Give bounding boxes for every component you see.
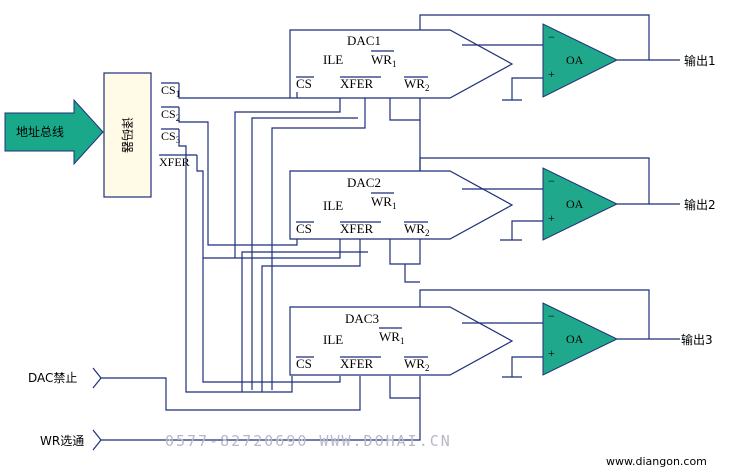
dac1-cs: CS: [296, 76, 312, 91]
output-3-label: 输出3: [681, 332, 713, 347]
dac1-ile: ILE: [323, 52, 343, 67]
address-bus-arrow: 地址总线: [4, 98, 104, 166]
opamp-3-label: OA: [566, 332, 584, 346]
opamp-3-minus: −: [548, 309, 555, 323]
dac-disable-input: DAC禁止: [28, 367, 102, 389]
dac3-xfer: XFER: [340, 356, 374, 371]
opamp-1-minus: −: [548, 30, 555, 44]
decoder-block: 译码器: [103, 72, 152, 198]
dac3-block: DAC3 ILE WR1 CS XFER WR2: [289, 306, 514, 376]
watermark-text: 0577-82720690 WWW.DOHAI.CN: [165, 432, 452, 450]
dac2-cs: CS: [296, 221, 312, 236]
wr-strobe-label: WR选通: [40, 434, 84, 448]
opamp-1-plus: +: [548, 67, 555, 81]
dac3-wr2: WR2: [404, 356, 429, 373]
dac2-wr1: WR1: [371, 194, 396, 211]
opamp-3-plus: +: [548, 346, 555, 360]
opamp-2-minus: −: [548, 174, 555, 188]
dac2-name: DAC2: [347, 175, 381, 190]
dac1-block: DAC1 ILE WR1 CS XFER WR2: [289, 29, 514, 99]
site-credit: www.diangon.com: [606, 455, 707, 468]
dac2-xfer: XFER: [340, 221, 374, 236]
opamp-3: OA − +: [542, 302, 619, 376]
opamp-2-plus: +: [548, 211, 555, 225]
dac-disable-label: DAC禁止: [28, 371, 77, 385]
decoder-outputs: CS1 CS2 CS3 XFER: [159, 82, 197, 169]
dac3-wr1: WR1: [379, 329, 404, 346]
opamp-1: OA − +: [542, 23, 619, 98]
opamp-2-label: OA: [566, 197, 584, 211]
wr-strobe-input: WR选通: [40, 429, 102, 451]
dac1-xfer: XFER: [340, 76, 374, 91]
output-2-label: 输出2: [684, 197, 716, 212]
dac3-ile: ILE: [323, 332, 343, 347]
dac2-wr2: WR2: [404, 221, 429, 238]
address-bus-label: 地址总线: [16, 125, 64, 139]
dac2-ile: ILE: [323, 198, 343, 213]
opamp-2: OA − +: [542, 167, 619, 241]
output-1-label: 输出1: [684, 53, 716, 68]
decoder-cs3-label: CS3: [161, 129, 181, 145]
decoder-xfer-label: XFER: [159, 155, 190, 169]
dac1-wr2: WR2: [404, 76, 429, 93]
dac1-name: DAC1: [347, 33, 381, 48]
digital-wiring: [100, 83, 421, 441]
opamp-1-label: OA: [566, 53, 584, 67]
dac1-wr1: WR1: [371, 52, 396, 69]
dac2-block: DAC2 ILE WR1 CS XFER WR2: [289, 170, 514, 240]
decoder-cs2-label: CS2: [161, 107, 180, 123]
decoder-label: 译码器: [120, 117, 134, 153]
dac3-cs: CS: [296, 356, 312, 371]
decoder-cs1-label: CS1: [161, 83, 180, 99]
dac3-name: DAC3: [345, 311, 379, 326]
